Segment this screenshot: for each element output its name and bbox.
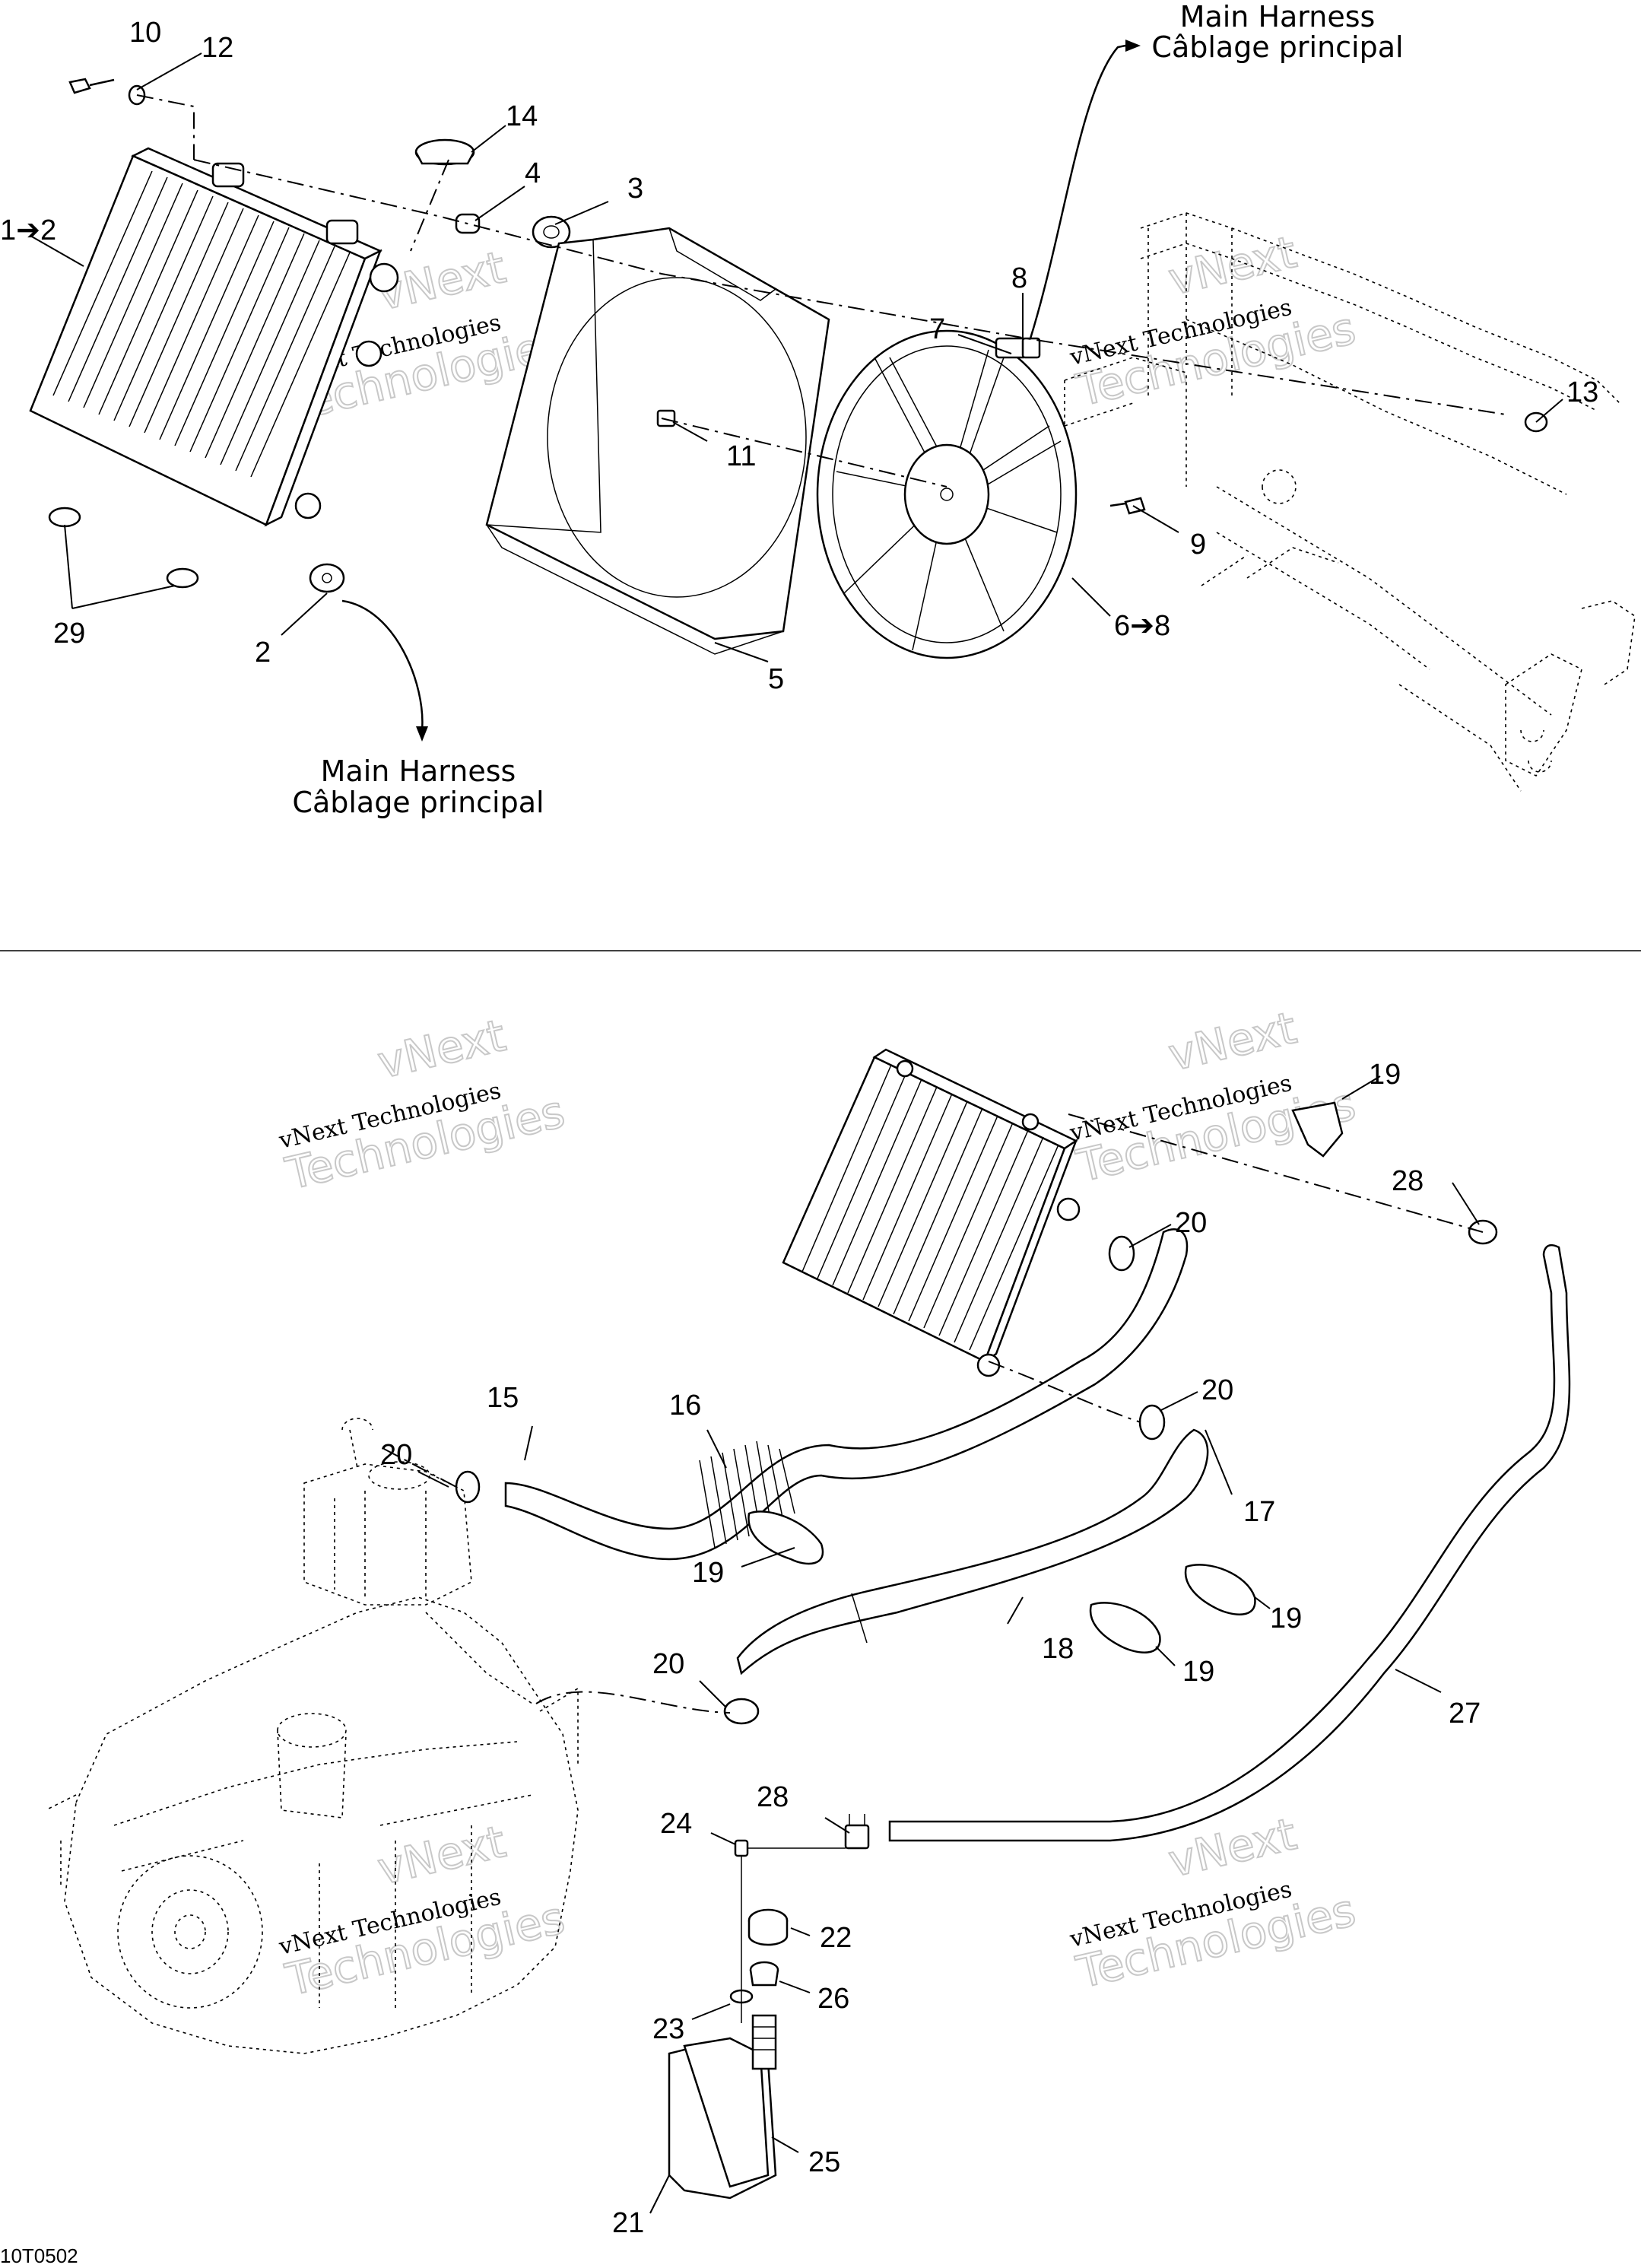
assembly-center-lines	[136, 94, 1506, 488]
callout-5: 5	[768, 663, 784, 695]
callout-leaders-bottom	[417, 1075, 1480, 2214]
callout-19: 19	[1182, 1656, 1214, 1688]
harness-arrow-top	[1029, 40, 1141, 339]
harness-label-fr: Câblage principal	[1151, 30, 1403, 64]
callout-28: 28	[1392, 1165, 1424, 1197]
svg-text:vNext: vNext	[1164, 1002, 1301, 1081]
watermark-group: vNext vNext Technologies Technologies vN…	[276, 225, 1361, 2006]
hose-clamp-20d	[723, 1698, 760, 1725]
radiator-bottom	[782, 1048, 1081, 1377]
cooling-fan	[816, 329, 1078, 659]
reservoir-gasket	[749, 1961, 779, 1987]
fan-connector	[995, 337, 1041, 359]
breather-fitting	[734, 1839, 846, 1901]
callout-11: 11	[726, 440, 756, 472]
shroud-nut	[656, 409, 676, 427]
screw	[68, 78, 115, 94]
fan-shroud	[485, 227, 830, 655]
callouts-top: 10 12 14 4 3 1➔2 8 7 13 11 9 6➔8 29 2 5	[0, 17, 1598, 695]
radiator-top	[29, 147, 399, 527]
svg-text:vNext: vNext	[373, 1815, 510, 1895]
callout-8: 8	[1011, 262, 1027, 294]
callout-19: 19	[1369, 1059, 1401, 1091]
callout-12: 12	[202, 32, 233, 64]
grommet-lower-right	[166, 567, 199, 589]
hose-clip-19a	[1291, 1101, 1344, 1158]
callout-6-to-8: 6➔8	[1114, 610, 1170, 642]
harness-label-fr: Câblage principal	[292, 786, 544, 819]
callout-20: 20	[1175, 1207, 1207, 1239]
fan-bolt	[1109, 497, 1146, 515]
diagram-code: 10T0502	[0, 2244, 78, 2267]
harness-label-left: Main Harness Câblage principal	[292, 754, 544, 819]
callout-1-to-2: 1➔2	[0, 214, 56, 246]
callout-20: 20	[652, 1648, 684, 1680]
callout-16: 16	[669, 1390, 701, 1421]
harness-arrow-left	[341, 599, 428, 742]
callout-13: 13	[1566, 376, 1598, 408]
watermark-mid-right: vNext vNext Technologies Technologies	[1067, 1001, 1361, 1193]
assembly-lines-bottom	[383, 1113, 1484, 1714]
watermark-bottom-left: vNext vNext Technologies Technologies	[276, 1815, 570, 2006]
svg-text:vNext: vNext	[373, 1009, 510, 1088]
reservoir-cap	[747, 1908, 789, 1946]
callout-17: 17	[1243, 1496, 1275, 1528]
watermark-mid-left: vNext vNext Technologies Technologies	[276, 1009, 570, 1200]
callout-15: 15	[487, 1382, 519, 1414]
hose-clamp-20c	[455, 1470, 481, 1504]
hose-clip-19d	[1089, 1602, 1161, 1653]
hose-clip-19b	[747, 1510, 824, 1565]
callout-leaders-top	[30, 52, 1563, 662]
callout-22: 22	[820, 1922, 852, 1954]
watermark-top-right: vNext vNext Technologies Technologies	[1067, 225, 1361, 417]
callout-19: 19	[1270, 1603, 1302, 1634]
engine	[45, 1418, 579, 2054]
hose-clamp-20a	[1108, 1235, 1135, 1272]
callout-26: 26	[817, 1983, 849, 2015]
hose-27	[888, 1244, 1571, 1842]
callout-10: 10	[129, 17, 161, 49]
callout-4: 4	[525, 157, 541, 189]
grommet-lower-left	[48, 507, 81, 528]
callout-19: 19	[692, 1557, 724, 1589]
temperature-sensor	[309, 563, 345, 593]
harness-label-en: Main Harness	[1180, 0, 1376, 33]
callout-23: 23	[652, 2013, 684, 2045]
callout-7: 7	[929, 313, 945, 345]
coolant-reservoir	[668, 1901, 777, 2200]
hose-18	[736, 1428, 1209, 1676]
grommet	[532, 215, 571, 249]
vehicle-frame	[1064, 212, 1636, 792]
callout-14: 14	[506, 100, 538, 132]
filler-neck	[369, 262, 399, 293]
callout-27: 27	[1449, 1698, 1481, 1730]
callout-24: 24	[660, 1808, 692, 1840]
callout-9: 9	[1190, 529, 1206, 561]
hose-clip-28b	[844, 1814, 870, 1850]
callout-18: 18	[1042, 1633, 1074, 1665]
hose-clip-19c	[1184, 1564, 1256, 1615]
callout-20: 20	[1201, 1374, 1233, 1406]
callout-2: 2	[255, 637, 271, 669]
callout-29: 29	[53, 618, 85, 650]
harness-label-top: Main Harness Câblage principal	[1151, 0, 1403, 64]
callout-21: 21	[612, 2207, 644, 2239]
callout-3: 3	[627, 173, 643, 205]
radiator-cap	[414, 138, 475, 166]
harness-label-en: Main Harness	[321, 754, 516, 788]
callout-25: 25	[808, 2146, 840, 2178]
callout-28: 28	[757, 1781, 789, 1813]
callouts-bottom: 19 28 20 20 15 16 20 17 19 19 18 19 20 2…	[380, 1059, 1481, 2239]
callout-20: 20	[380, 1439, 412, 1471]
